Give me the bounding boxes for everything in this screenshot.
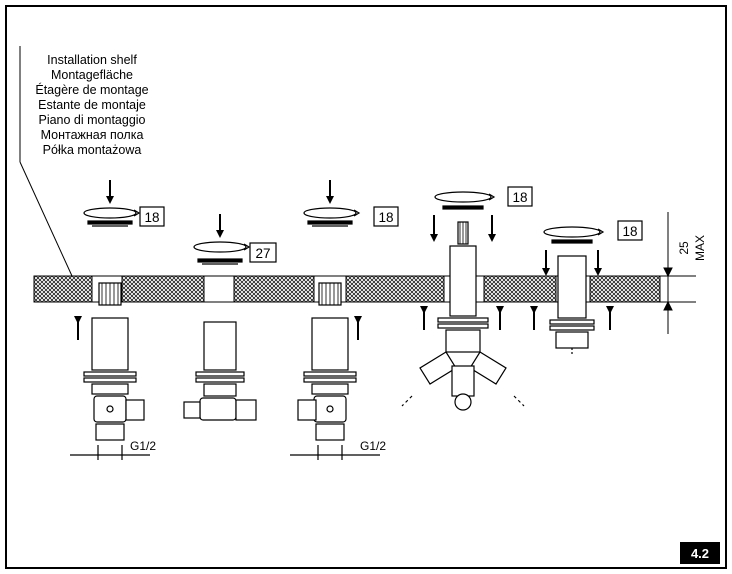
figure-frame [5,5,727,569]
valve-assembly-1 [70,180,150,460]
valve-assembly-3 [290,180,380,460]
wrench-size-1: 18 [144,210,159,225]
thread-size-label-1: G1/2 [130,439,156,453]
wrench-size-5: 18 [622,224,637,239]
thread-size-label-2: G1/2 [360,439,386,453]
wrench-size-3: 18 [378,210,393,225]
shelf-label-de: Montagefläche [51,68,133,82]
shelf-label-pl: Półka montażowa [43,143,142,157]
wrench-box-2 [249,242,277,263]
wrench-size-4: 18 [512,190,527,205]
figure-number: 4.2 [691,546,709,561]
wrench-box-1 [139,206,165,227]
shelf-label-group: Installation shelf Montagefläche Étagère… [19,46,149,277]
shelf-label-es: Estante de montaje [38,98,146,112]
shelf-label-en: Installation shelf [47,53,137,67]
spout-assembly-4 [401,191,525,411]
valve-assembly-2 [183,214,257,421]
shelf-label-fr: Étagère de montage [35,82,148,97]
max-depth-unit: MAX [693,235,707,261]
wrench-box-4 [507,186,533,207]
sleeve-assembly-5 [530,226,614,356]
max-depth-dimension [660,212,696,334]
shelf-leader-line [19,161,73,277]
wrench-size-2: 27 [255,246,270,261]
wrench-box-3 [373,206,399,227]
shelf-label-it: Piano di montaggio [38,113,145,127]
shelf-label-ru: Монтажная полка [41,128,144,142]
max-depth-value: 25 [677,241,691,255]
wrench-box-5 [617,220,643,241]
installation-shelf [33,275,661,303]
figure-number-badge [680,542,720,564]
